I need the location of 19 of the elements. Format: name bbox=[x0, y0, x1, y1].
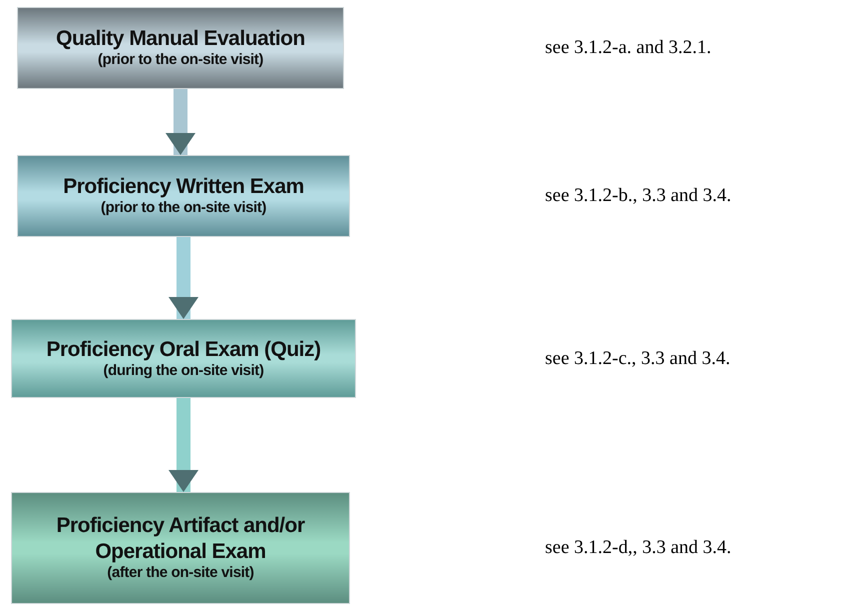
process-box bbox=[17, 7, 344, 89]
process-box bbox=[11, 319, 356, 398]
section-reference: see 3.1.2-d,, 3.3 and 3.4. bbox=[545, 537, 732, 559]
process-box bbox=[11, 492, 350, 604]
step-timing: (after the on-site visit) bbox=[107, 564, 254, 583]
step-title: Proficiency Artifact and/or Operational Exam bbox=[55, 513, 306, 564]
section-reference: see 3.1.2-a. and 3.2.1. bbox=[545, 37, 712, 59]
arrow bbox=[166, 89, 196, 155]
arrow bbox=[168, 237, 198, 319]
section-reference: see 3.1.2-b., 3.3 and 3.4. bbox=[545, 185, 732, 207]
step-title: Proficiency Oral Exam (Quiz) bbox=[46, 336, 321, 362]
step-title: Proficiency Written Exam bbox=[63, 174, 304, 200]
step-timing: (during the on-site visit) bbox=[103, 362, 264, 380]
step-timing: (prior to the on-site visit) bbox=[100, 199, 266, 218]
arrow bbox=[168, 398, 198, 492]
step-title: Quality Manual Evaluation bbox=[56, 26, 305, 52]
process-box bbox=[17, 155, 350, 237]
section-reference: see 3.1.2-c., 3.3 and 3.4. bbox=[545, 348, 730, 370]
step-timing: (prior to the on-site visit) bbox=[98, 51, 264, 70]
